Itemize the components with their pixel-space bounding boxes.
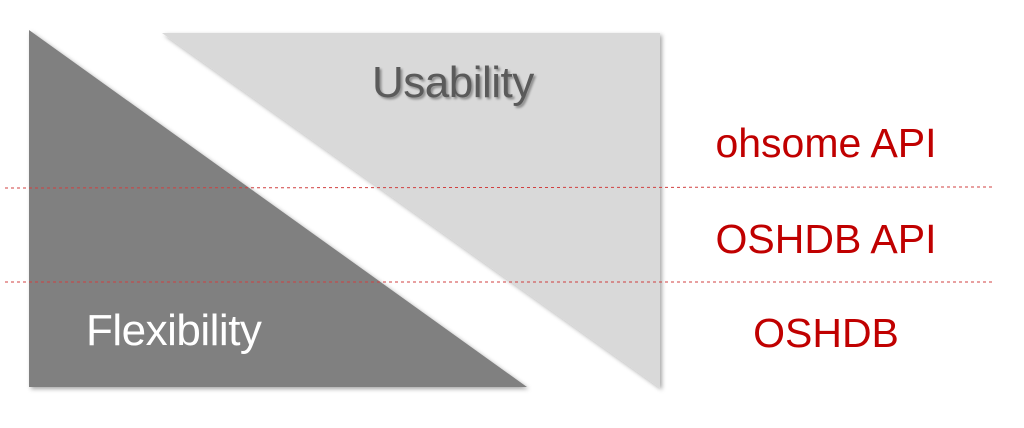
layer-ohsome-api: ohsome API (715, 120, 937, 166)
layer-oshdb: OSHDB (753, 310, 899, 356)
layer-oshdb-api: OSHDB API (715, 216, 937, 262)
flexibility-label: Flexibility (86, 306, 262, 355)
usability-triangle (162, 33, 660, 388)
usability-label: Usability (372, 58, 534, 107)
flexibility-triangle (29, 30, 527, 387)
